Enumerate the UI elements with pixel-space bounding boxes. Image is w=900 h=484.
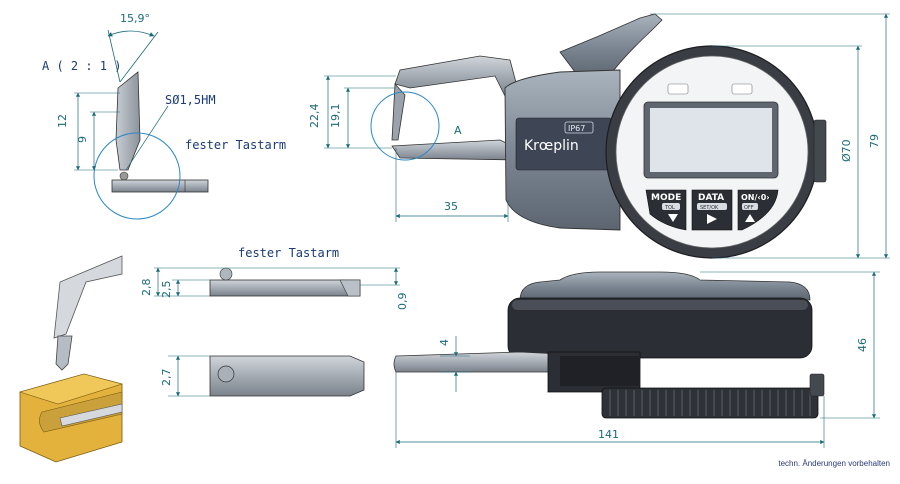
dim-46-label: 46 [856,338,869,352]
off-label: OFF [744,205,754,211]
detail-ref-label: A [454,124,462,137]
illustration-probe [55,335,73,371]
data-sub-label: SET/OK [700,205,719,211]
mode-sub-label: TOL [664,205,675,211]
usage-illustration [0,255,124,464]
play-icon [707,214,717,224]
dim-2-5-label: 2,5 [160,281,173,299]
detail-ref-circle [370,91,440,161]
lower-arm [391,139,521,161]
side-body [507,297,813,359]
arm-ball-top [217,365,235,383]
dim-79-label: 79 [868,134,881,148]
detail-arm-label: fester Tastarm [185,138,286,152]
work-slot [39,391,123,433]
mode-button: MODE TOL [645,189,687,231]
side-arm [393,351,561,373]
mode-label: MODE [651,193,681,203]
dim-35-label: 35 [444,200,458,213]
probe-ball [119,171,129,181]
up-arrow-icon [745,214,755,222]
dim-dia70-label: Ø70 [840,139,853,162]
dim-19-1-label: 19,1 [329,104,342,129]
indicator-left [667,83,689,95]
side-cap [519,271,811,301]
dim-4-label: 4 [438,339,451,346]
detail-arm [111,179,209,193]
side-knob [813,119,827,183]
front-view: Krœplin IP67 MODE TOL DATA SET/OK [308,13,890,259]
dim-9-label: 9 [76,136,89,143]
data-button: DATA SET/OK [691,189,733,231]
knurl-pattern [609,390,811,416]
side-view: 4 46 141 [393,271,880,448]
arm-title: fester Tastarm [238,246,339,260]
dim-0-9-label: 0,9 [396,293,409,311]
angle-line-left [107,29,121,83]
footer-note: techn. Änderungen vorbehalten [778,459,890,468]
probe-tip [115,71,141,171]
moving-probe [391,83,406,141]
on-label: ON/‹0› [741,193,770,202]
angle-label: 15,9° [120,12,150,25]
dim-12-label: 12 [56,114,69,128]
angle-line-right [119,31,159,83]
on-off-button: ON/‹0› OFF [737,189,779,231]
ip-rating: IP67 [568,124,585,133]
detail-view-a: A ( 2 : 1 ) 15,9° SØ1,5HM 12 9 fester Ta… [42,12,286,220]
dim-2-7-label: 2,7 [160,369,173,387]
dim-141-label: 141 [598,428,619,441]
dim-2-8-label: 2,8 [140,279,153,297]
arm-side-view [209,279,361,297]
dim-22-4-label: 22,4 [308,104,321,129]
arm-ball-side [219,267,233,281]
data-label: DATA [698,193,724,203]
lcd-screen [650,108,772,172]
knurled-ring [601,387,819,419]
illustration-arm [53,255,123,339]
tip-label: SØ1,5HM [165,93,216,107]
fixed-arm-views: fester Tastarm 2,8 2,5 0,9 2,7 [140,246,409,397]
illustration-lower-arm [59,403,123,427]
brand-label: Krœplin [524,138,579,154]
down-arrow-icon [668,214,678,222]
angle-arc [107,30,155,37]
upper-arm [394,55,519,97]
detail-scale-label: A ( 2 : 1 ) [42,59,121,73]
indicator-right [731,83,753,95]
detail-circle [93,132,181,220]
